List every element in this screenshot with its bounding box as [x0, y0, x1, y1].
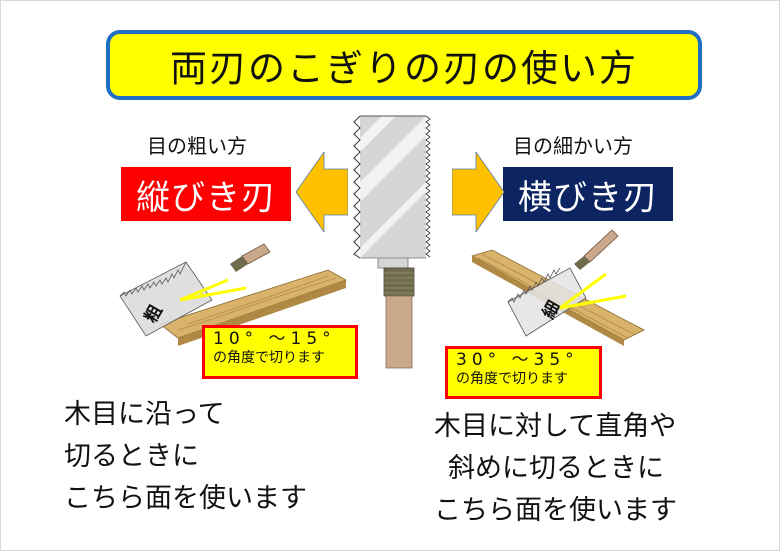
rip-angle-caption: の角度で切ります: [213, 350, 325, 366]
rip-angle-box: 10° ～15° の角度で切ります: [202, 325, 358, 379]
right-subtitle: 目の細かい方: [513, 134, 633, 158]
rip-description-line: こちら面を使います: [64, 483, 307, 514]
crosscut-illustration: 細: [470, 229, 645, 346]
crosscut-angle-caption: の角度で切ります: [456, 371, 568, 387]
rip-blade-label: 縦びき刃: [121, 167, 291, 221]
arrow-left-icon: [296, 152, 348, 232]
crosscut-description-line: こちら面を使います: [434, 495, 677, 526]
arrow-right-icon: [452, 152, 504, 232]
crosscut-blade-text: 横びき刃: [518, 177, 658, 218]
double-edged-saw-icon: [353, 115, 431, 369]
crosscut-description: 木目に対して直角や 斜めに切るときに こちら面を使います: [434, 406, 677, 532]
rip-blade-text: 縦びき刃: [136, 177, 276, 218]
crosscut-description-line: 木目に対して直角や: [434, 411, 677, 442]
page-title: 両刃のこぎりの刃の使い方: [170, 47, 638, 90]
crosscut-angle-box: 30° ～35° の角度で切ります: [445, 346, 602, 399]
crosscut-description-line: 斜めに切るときに: [448, 453, 664, 484]
left-subtitle: 目の粗い方: [147, 134, 247, 158]
rip-angle-range: 10° ～15°: [213, 329, 336, 349]
crosscut-blade-label: 横びき刃: [503, 167, 673, 221]
crosscut-angle-range: 30° ～35°: [456, 350, 579, 370]
rip-description-line: 切るときに: [64, 441, 199, 472]
title-banner: 両刃のこぎりの刃の使い方: [106, 30, 702, 100]
rip-description: 木目に沿って 切るときに こちら面を使います: [64, 394, 307, 520]
rip-description-line: 木目に沿って: [64, 399, 225, 430]
